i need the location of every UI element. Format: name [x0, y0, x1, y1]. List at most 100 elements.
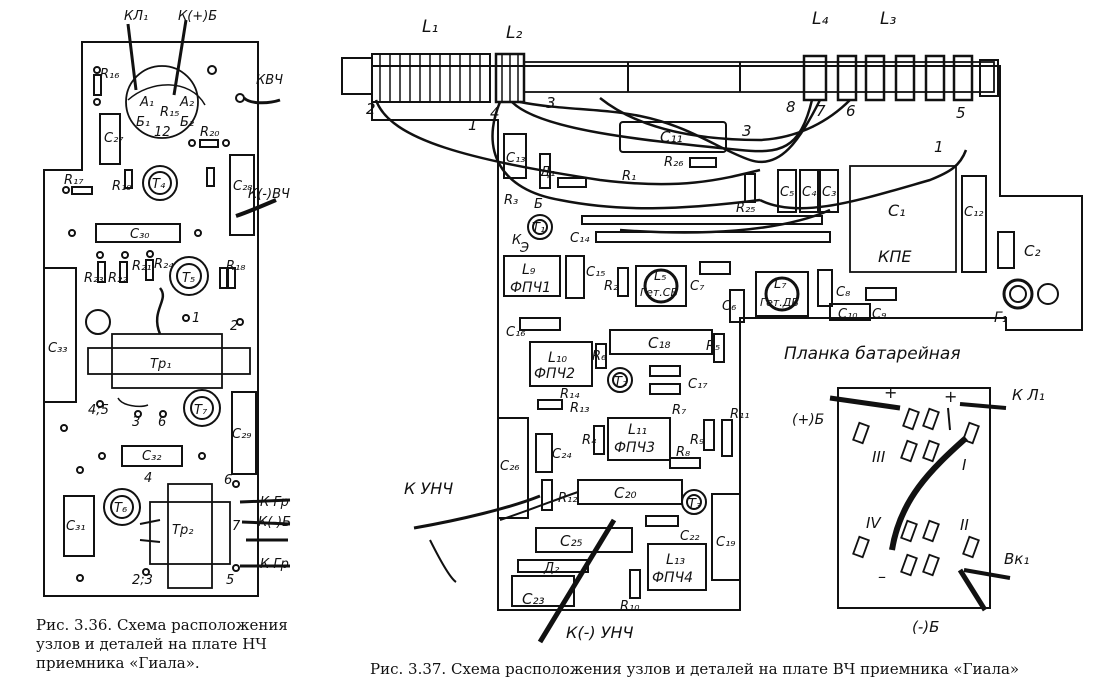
battery-label-minusb: (-)Б [912, 618, 939, 636]
hf-r8: R₈ [676, 445, 690, 460]
hf-c14: C₁₄ [570, 231, 590, 246]
hf-c23: C₂₃ [522, 590, 545, 608]
hf-fpch4: ФПЧ4 [652, 570, 693, 586]
hf-c25: C₂₅ [560, 532, 583, 550]
hf-c22: C₂₂ [680, 529, 700, 544]
hf-c3: C₃ [822, 185, 836, 200]
lf-r21: R₂₁ [132, 259, 151, 274]
lf-n12: 12 [154, 125, 171, 140]
battery-label-plusb: (+)Б [792, 412, 824, 428]
battery-plate-outline [837, 387, 991, 609]
hf-l7: L₇ [774, 277, 787, 292]
lf-r22: R₂₂ [108, 271, 127, 286]
hf-coil-l2: L₂ [506, 23, 522, 43]
hf-c2: C₂ [1024, 242, 1041, 260]
hf-r2: R₂ [604, 279, 618, 294]
hf-r9: R₉ [690, 433, 704, 448]
lf-c31: C₃₁ [66, 519, 86, 534]
hf-c24: C₂₄ [552, 447, 572, 462]
lf-b2: Б₂ [180, 115, 194, 130]
lf-label-kgr2: К Гр [260, 557, 289, 572]
lf-t4: Т₄ [152, 177, 166, 192]
lf-label-kl1: КЛ₁ [124, 9, 148, 24]
lf-r16: R₁₆ [100, 67, 119, 82]
hf-g1: Г₁ [994, 310, 1007, 326]
battery-plate-title: Планка батарейная [784, 344, 961, 364]
hf-c6: C₆ [722, 299, 736, 314]
hf-c1: C₁ [888, 201, 906, 220]
lf-tr2: Тр₂ [172, 523, 193, 538]
lf-tr1: Тр₁ [150, 357, 171, 372]
hf-l5: L₅ [654, 269, 666, 284]
battery-label-iv: IV [866, 514, 882, 532]
hf-fpch3: ФПЧ3 [614, 440, 655, 456]
lf-r17: R₁₇ [64, 173, 84, 188]
lf-pin3: 3 [132, 415, 140, 430]
battery-label-i: I [962, 456, 967, 474]
lf-r23: R₂₃ [84, 271, 103, 286]
hf-pin-1b: 1 [934, 138, 944, 156]
hf-pin-6: 6 [846, 102, 856, 120]
hf-coil-l3: L₃ [880, 9, 896, 29]
lf-t7: Т₇ [194, 403, 208, 418]
lf-pin2: 2 [230, 319, 238, 334]
lf-pin7: 7 [232, 519, 241, 534]
lf-r18: R₁₈ [226, 259, 245, 274]
hf-c10: C₁₀ [838, 307, 858, 322]
hf-coil-l1: L₁ [422, 17, 438, 37]
lf-c30: C₃₀ [130, 227, 150, 242]
hf-board-caption: Рис. 3.37. Схема расположения узлов и де… [370, 660, 1020, 678]
lf-a1: А₁ [139, 95, 154, 110]
lf-pin6b: 6 [224, 473, 232, 488]
hf-l9: L₉ [522, 262, 536, 278]
hf-c13: C₁₃ [506, 151, 526, 166]
lf-label-kminus-b: К(-)Б [258, 515, 291, 530]
lf-pin45: 4;5 [88, 403, 109, 418]
hf-c20: C₂₀ [614, 484, 637, 502]
hf-c16: C₁₆ [506, 325, 526, 340]
lf-a2: А₂ [179, 95, 194, 110]
lf-label-kminus-vch: К(-)ВЧ [248, 187, 290, 202]
hf-d1: Д₁ [539, 165, 555, 180]
hf-c5: C₅ [780, 185, 794, 200]
hf-label-kunch: К УНЧ [404, 479, 453, 498]
lf-board-outline [43, 41, 259, 597]
lf-c28: C₂₈ [233, 179, 253, 194]
hf-pin-1: 1 [468, 116, 478, 134]
lf-pin6: 6 [158, 415, 166, 430]
lf-c29: C₂₉ [232, 427, 252, 442]
hf-c26: C₂₆ [500, 459, 520, 474]
hf-pin-7: 7 [816, 102, 826, 120]
hf-getsv: Гет.СВ [640, 286, 678, 299]
lf-t6: Т₆ [114, 501, 127, 516]
lf-r19: R₁₉ [112, 179, 131, 194]
hf-r12: R₁₂ [558, 491, 577, 506]
hf-pin-2: 2 [366, 100, 376, 118]
hf-pin-4: 4 [490, 104, 500, 122]
hf-r3: R₃ [504, 193, 518, 208]
lf-r20: R₂₀ [200, 125, 220, 140]
battery-minus: – [878, 567, 886, 586]
lf-label-kplusb: К(+)Б [178, 9, 217, 24]
hf-coil-l4: L₄ [812, 9, 828, 29]
battery-label-ii: II [960, 516, 969, 534]
hf-r4: R₄ [582, 433, 597, 448]
hf-r14: R₁₄ [560, 387, 580, 402]
hf-pin-5: 5 [956, 104, 966, 122]
hf-c15: C₁₅ [586, 265, 606, 280]
hf-c19: C₁₉ [716, 535, 736, 550]
battery-label-vk1: Вк₁ [1004, 550, 1029, 568]
lf-pin5: 5 [226, 573, 234, 588]
hf-board-outline [371, 65, 1083, 611]
hf-fpch1: ФПЧ1 [510, 280, 551, 296]
hf-b: Б [534, 197, 543, 212]
hf-r10: R₁₀ [620, 599, 640, 614]
hf-c11: C₁₁ [660, 128, 683, 146]
hf-c4: C₄ [802, 185, 817, 200]
hf-kpe: КПЕ [878, 247, 912, 266]
hf-c9: C₉ [872, 307, 886, 322]
lf-b1: Б₁ [136, 115, 150, 130]
battery-plus-1: + [884, 383, 897, 402]
